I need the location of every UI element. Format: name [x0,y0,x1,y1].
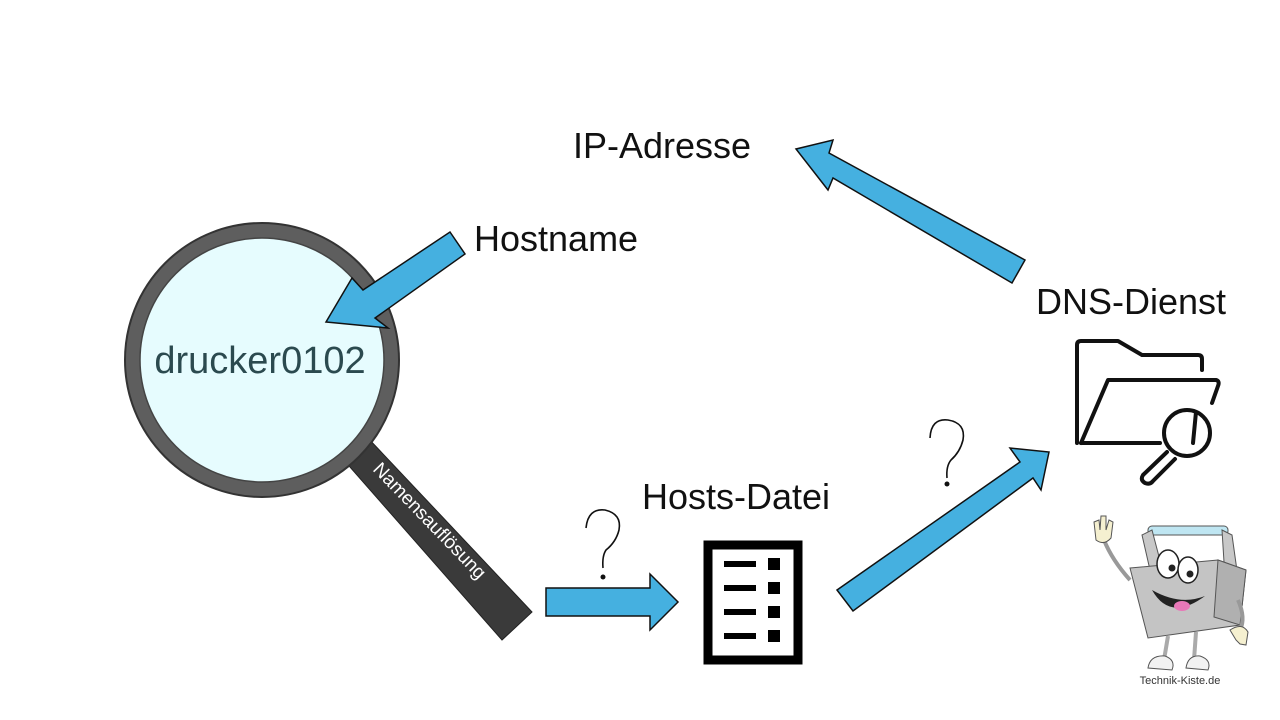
hosts-file-label: Hosts-Datei [642,476,830,517]
list-document-icon [703,540,803,665]
magnifier-icon: drucker0102 [124,222,400,498]
question-mark-1 [585,509,621,580]
hosts-to-dns-arrow [835,447,1050,613]
ip-address-label: IP-Adresse [573,125,751,166]
dns-service-label: DNS-Dienst [1036,281,1226,322]
logo-caption: Technik-Kiste.de [1140,675,1221,687]
technik-kiste-logo: Technik-Kiste.de [1093,515,1249,687]
magnifier-handle: Namensauflösung [341,437,533,641]
dns-to-ip-arrow [794,138,1027,285]
lens-hostname: drucker0102 [154,340,365,382]
hostname-arrow [324,230,467,329]
lens-to-hosts-arrow [545,572,680,632]
folder-search-icon [1075,339,1221,486]
handle-label: Namensauflösung [368,459,489,584]
hostname-label: Hostname [474,218,638,259]
question-mark-2 [929,419,965,487]
